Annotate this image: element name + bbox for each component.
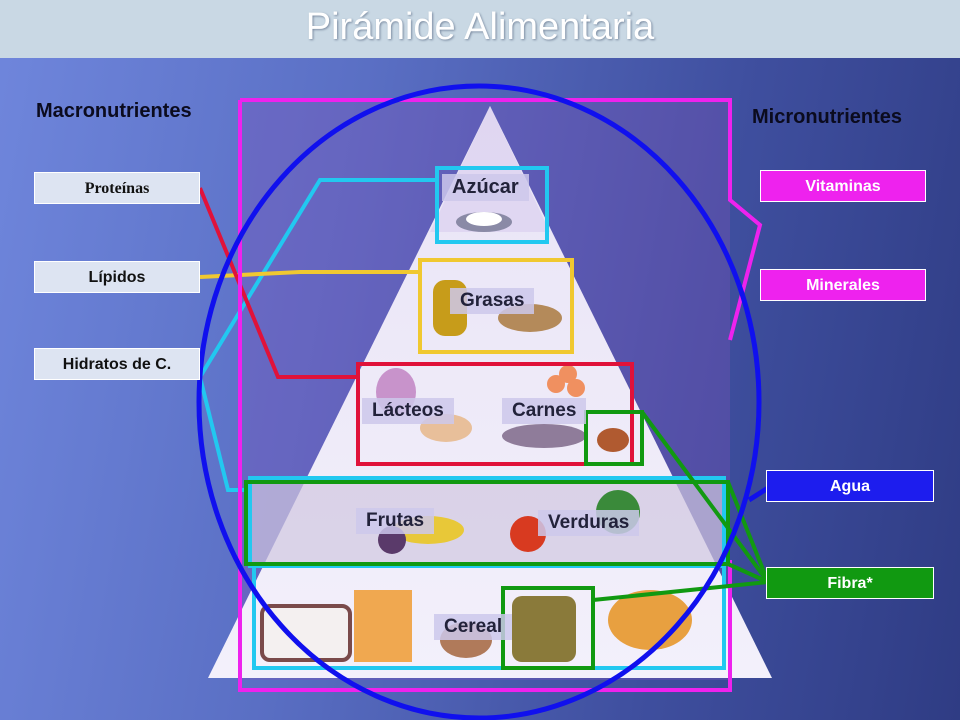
lacteos-label: Lácteos — [362, 398, 454, 424]
beans-image — [597, 428, 629, 452]
micronutrientes-heading: Micronutrientes — [752, 106, 903, 128]
agua-connectors — [196, 83, 770, 720]
lipidos-label: Lípidos — [34, 261, 200, 293]
cereales-label: Cereal — [434, 614, 513, 640]
vitaminas-label: Vitaminas — [760, 170, 926, 202]
bread-image — [512, 596, 576, 662]
fish-image — [502, 424, 586, 448]
legumbres-green-frame — [584, 410, 644, 466]
verduras-label: Verduras — [538, 510, 640, 536]
title-bar — [0, 0, 960, 58]
agua-ellipse — [196, 83, 762, 720]
agua-label: Agua — [766, 470, 934, 502]
food-illustrations — [260, 212, 692, 662]
frutas-verduras-green-frame — [244, 480, 730, 566]
pasta-image — [354, 590, 412, 662]
proteinas-label: Proteínas — [34, 172, 200, 204]
sugar-pile — [466, 212, 502, 226]
grasas-yellow-frame — [418, 258, 574, 354]
azucar-cyan-frame — [435, 166, 549, 244]
grasas-label: Grasas — [450, 288, 535, 314]
pyramid-band-frutas — [250, 482, 728, 564]
eggs-image — [547, 375, 565, 393]
minerales-label: Minerales — [760, 269, 926, 301]
hidratos-label: Hidratos de C. — [34, 348, 200, 380]
slide-title: Pirámide Alimentaria — [305, 6, 655, 48]
lipidos-connectors — [199, 258, 574, 354]
rice-image — [260, 604, 352, 662]
macronutrientes-heading: Macronutrientes — [36, 100, 192, 122]
frutas-label: Frutas — [356, 508, 435, 534]
tomato-image — [510, 516, 546, 552]
fibra-label: Fibra* — [766, 567, 934, 599]
azucar-label: Azúcar — [442, 174, 529, 201]
carnes-label: Carnes — [502, 398, 587, 424]
